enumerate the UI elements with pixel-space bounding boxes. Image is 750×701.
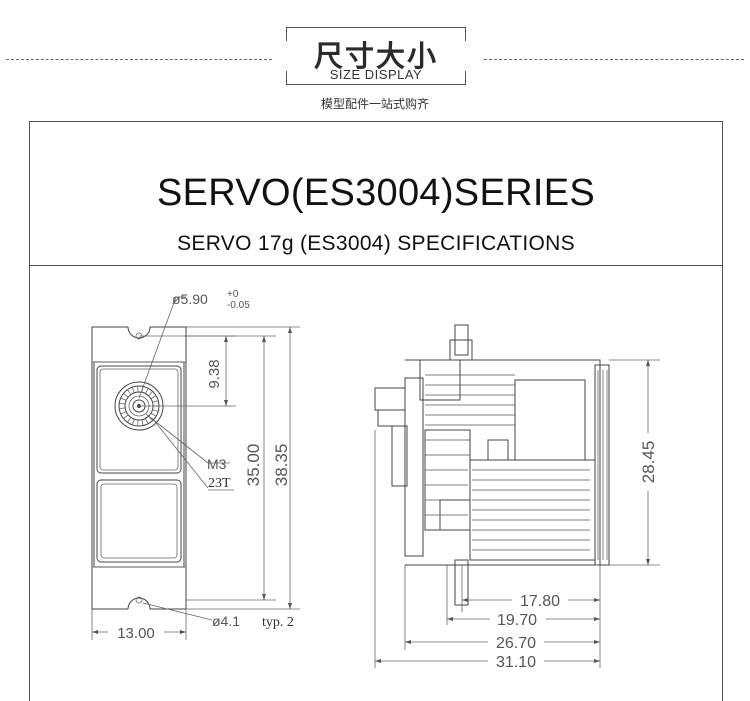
gear-tooth	[121, 412, 127, 414]
dim-hole-tol-upper: +0	[227, 289, 239, 300]
dim-9-38: 9.38	[206, 359, 223, 388]
gear-tooth	[151, 396, 156, 399]
label-m3: M3	[207, 456, 227, 472]
gear-tooth	[152, 401, 158, 403]
dim-17-80: 17.80	[520, 593, 560, 610]
gear-tooth	[151, 413, 156, 416]
gear-tooth	[119, 408, 125, 409]
gear-tooth	[123, 393, 128, 397]
gear-tooth	[149, 391, 153, 395]
dim-26-70: 26.70	[496, 635, 536, 652]
dim-28-45: 28.45	[639, 441, 658, 484]
dim-mount-hole: ø4.1	[212, 613, 240, 629]
gear-tooth	[145, 418, 148, 423]
servo-front-view: ø5.90 +0 -0.05 9.38 35.00 38.35 M3 23T	[92, 289, 300, 642]
gear-tooth	[132, 387, 134, 393]
gear-tooth	[152, 410, 158, 412]
dim-13-00: 13.00	[117, 625, 155, 642]
dim-35-00: 35.00	[244, 444, 263, 487]
gear-tooth	[145, 388, 148, 393]
dim-hole-tol-lower: -0.05	[227, 300, 250, 311]
dim-mount-note: typ. 2	[262, 615, 294, 630]
gear-tooth	[127, 390, 130, 395]
gear-tooth	[123, 415, 128, 419]
gear-tooth	[132, 419, 134, 425]
servo-side-view: 28.45 17.80 19.70 26.70 31.10	[375, 325, 660, 671]
gear-tooth	[142, 420, 143, 426]
dim-31-10: 31.10	[496, 654, 536, 671]
dim-19-70: 19.70	[497, 612, 537, 629]
gear-tooth	[127, 417, 130, 422]
dim-hole-diameter: ø5.90	[172, 291, 208, 307]
gear-tooth	[119, 403, 125, 404]
dim-38-35: 38.35	[272, 444, 291, 487]
label-23t: 23T	[208, 476, 231, 491]
gear-tooth	[121, 398, 127, 400]
